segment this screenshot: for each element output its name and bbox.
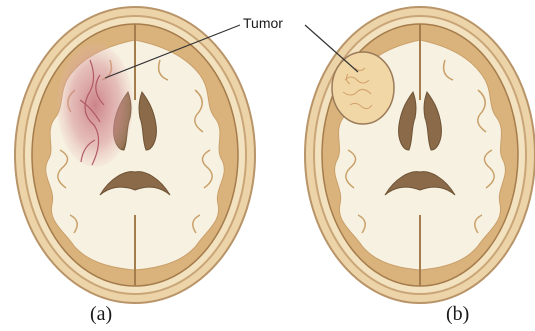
panel-label-a: (a): [90, 303, 112, 326]
infiltrative-tumor-a: [57, 43, 133, 167]
encapsulated-tumor-b: [332, 52, 394, 124]
brain-section-b: [305, 7, 535, 303]
panel-label-b: (b): [446, 303, 469, 326]
brain-section-a: [15, 7, 255, 303]
tumor-callout-label: Tumor: [243, 15, 283, 31]
